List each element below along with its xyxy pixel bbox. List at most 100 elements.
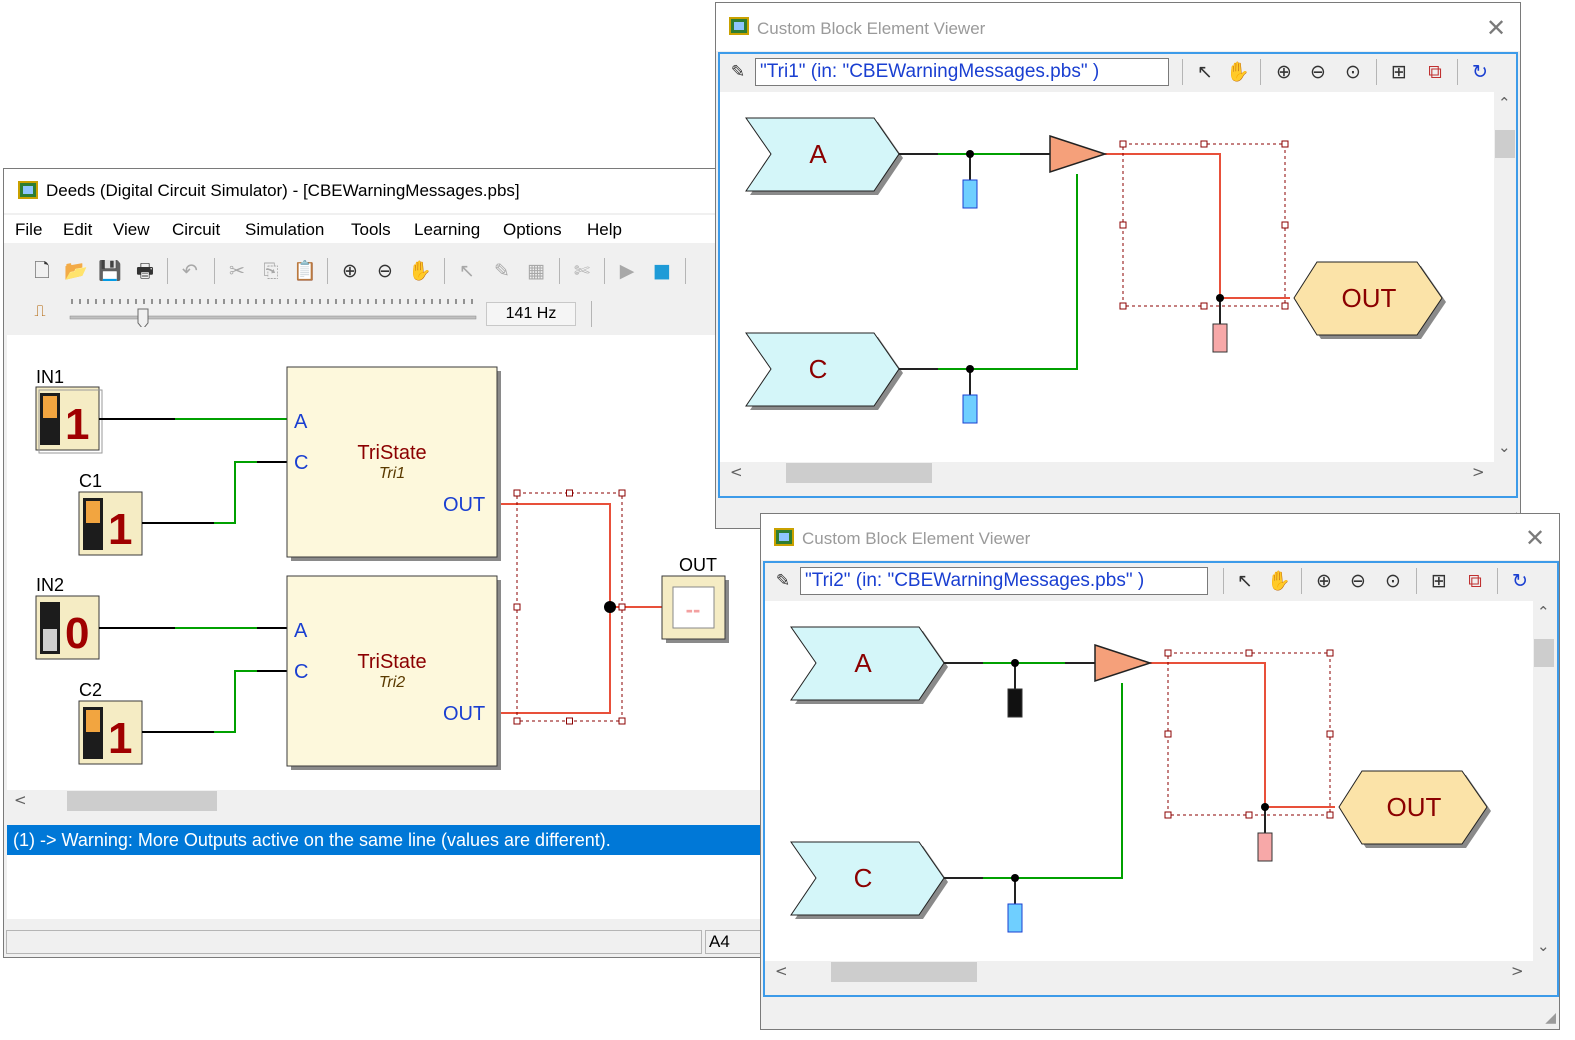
- scroll-right-icon[interactable]: >: [1472, 463, 1485, 481]
- copy-icon[interactable]: ⎘: [263, 260, 279, 282]
- input-switch-c2[interactable]: C2 1: [78, 680, 143, 765]
- selection-handle[interactable]: [1119, 221, 1127, 229]
- viewer2-canvas[interactable]: A C: [765, 601, 1533, 971]
- scroll-down-icon[interactable]: ⌄: [1537, 937, 1550, 955]
- scroll-up-icon[interactable]: ⌃: [1537, 603, 1550, 621]
- target-icon[interactable]: ⊙: [1385, 570, 1401, 592]
- select-icon[interactable]: ↖: [459, 260, 475, 282]
- paste-icon[interactable]: 📋: [293, 260, 317, 282]
- resize-grip-icon[interactable]: ◢: [1545, 1009, 1556, 1025]
- input-tag-c[interactable]: C: [745, 332, 903, 410]
- select-icon[interactable]: ↖: [1197, 61, 1213, 83]
- hand-icon[interactable]: ✋: [408, 260, 432, 282]
- tristate-block-tri2[interactable]: A C OUT TriState Tri2: [286, 575, 501, 770]
- selection-handle[interactable]: [566, 489, 573, 497]
- refresh-icon[interactable]: ↻: [1472, 61, 1488, 83]
- viewer1-hscrollbar[interactable]: < >: [720, 462, 1494, 484]
- output-tag-out[interactable]: OUT: [1338, 770, 1491, 848]
- hand-icon[interactable]: ✋: [1226, 61, 1250, 83]
- scroll-left-icon[interactable]: <: [730, 463, 743, 481]
- menu-simulation[interactable]: Simulation: [245, 220, 325, 239]
- main-titlebar[interactable]: Deeds (Digital Circuit Simulator) - [CBE…: [4, 169, 762, 213]
- hand-icon[interactable]: ✋: [1267, 570, 1291, 592]
- pin-icon[interactable]: ✎: [775, 571, 791, 591]
- selection-handle[interactable]: [1119, 140, 1127, 148]
- run-icon[interactable]: ▶: [619, 260, 635, 282]
- zoom-in-icon[interactable]: ⊕: [1316, 570, 1332, 592]
- menu-view[interactable]: View: [113, 220, 150, 239]
- menu-file[interactable]: File: [15, 220, 43, 239]
- output-display[interactable]: OUT --: [661, 555, 729, 643]
- selection-handle[interactable]: [1245, 811, 1253, 819]
- fit-icon[interactable]: ⊞: [1431, 570, 1447, 592]
- selection-handle[interactable]: [1326, 730, 1334, 738]
- zoom-out-icon[interactable]: ⊖: [1310, 61, 1326, 83]
- save-icon[interactable]: 💾: [98, 260, 122, 282]
- scroll-right-icon[interactable]: >: [1511, 962, 1524, 980]
- viewer2-hscrollbar[interactable]: < >: [765, 961, 1533, 983]
- selection-handle[interactable]: [513, 603, 521, 611]
- scroll-down-icon[interactable]: ⌄: [1498, 438, 1511, 456]
- scissors-icon[interactable]: ✄: [574, 260, 590, 282]
- viewer1-block-combo[interactable]: "Tri1" (in: "CBEWarningMessages.pbs" ): [755, 58, 1169, 86]
- viewer1-canvas[interactable]: A C: [720, 92, 1494, 462]
- scroll-left-icon[interactable]: <: [775, 962, 788, 980]
- selection-box[interactable]: [513, 489, 626, 725]
- vscroll-thumb[interactable]: [1534, 639, 1554, 667]
- selection-handle[interactable]: [618, 717, 626, 725]
- input-tag-a[interactable]: A: [745, 117, 903, 195]
- viewer2-vscrollbar[interactable]: ⌃ ⌄: [1533, 601, 1555, 961]
- selection-handle[interactable]: [1119, 302, 1127, 310]
- selection-handle[interactable]: [1164, 730, 1172, 738]
- viewer1-titlebar[interactable]: Custom Block Element Viewer ✕: [716, 3, 1520, 51]
- print-icon[interactable]: 🖶: [136, 260, 154, 282]
- output-tag-out[interactable]: OUT: [1293, 261, 1446, 339]
- selection-handle[interactable]: [513, 717, 521, 725]
- pin-icon[interactable]: ✎: [730, 62, 746, 82]
- hscroll-thumb[interactable]: [786, 463, 932, 483]
- target-icon[interactable]: ⊙: [1345, 61, 1361, 83]
- selection-handle[interactable]: [1281, 221, 1289, 229]
- input-tag-c[interactable]: C: [790, 841, 948, 919]
- probe-icon[interactable]: ⧉: [1468, 570, 1482, 592]
- selection-handle[interactable]: [1326, 811, 1334, 819]
- menu-options[interactable]: Options: [503, 220, 562, 239]
- menu-tools[interactable]: Tools: [351, 220, 391, 239]
- menu-learning[interactable]: Learning: [414, 220, 481, 239]
- zoom-in-icon[interactable]: ⊕: [1276, 61, 1292, 83]
- selection-box[interactable]: [1119, 140, 1289, 310]
- input-switch-in2[interactable]: IN2 0: [35, 575, 100, 660]
- selection-box[interactable]: [1164, 649, 1334, 819]
- zoom-out-icon[interactable]: ⊖: [377, 260, 393, 282]
- selection-handle[interactable]: [513, 489, 521, 497]
- select-icon[interactable]: ↖: [1237, 570, 1253, 592]
- selection-handle[interactable]: [1200, 302, 1208, 310]
- selection-handle[interactable]: [1164, 811, 1172, 819]
- refresh-icon[interactable]: ↻: [1512, 570, 1528, 592]
- selection-handle[interactable]: [1164, 649, 1172, 657]
- zoom-in-icon[interactable]: ⊕: [342, 260, 358, 282]
- tristate-buffer[interactable]: [1049, 134, 1108, 174]
- cut-icon[interactable]: ✂: [229, 260, 245, 282]
- undo-icon[interactable]: ↶: [182, 260, 198, 282]
- viewer2-block-combo[interactable]: "Tri2" (in: "CBEWarningMessages.pbs" ): [800, 567, 1208, 595]
- hscroll-thumb[interactable]: [67, 791, 217, 811]
- probe-icon[interactable]: ⧉: [1428, 61, 1442, 83]
- rubber-icon[interactable]: ✎: [494, 260, 510, 282]
- clock-slider[interactable]: [68, 297, 480, 327]
- close-icon[interactable]: ✕: [1525, 525, 1546, 552]
- selection-handle[interactable]: [566, 717, 573, 725]
- selection-handle[interactable]: [1281, 302, 1289, 310]
- selection-handle[interactable]: [618, 603, 626, 611]
- selection-handle[interactable]: [1281, 140, 1289, 148]
- vscroll-thumb[interactable]: [1495, 130, 1515, 158]
- menu-help[interactable]: Help: [587, 220, 622, 239]
- viewer1-vscrollbar[interactable]: ⌃ ⌄: [1494, 92, 1516, 462]
- input-switch-c1[interactable]: C1 1: [78, 471, 143, 556]
- new-icon[interactable]: 🗋: [34, 260, 50, 282]
- input-tag-a[interactable]: A: [790, 626, 948, 704]
- main-circuit-canvas[interactable]: IN1 1 C1 1 IN2 0 C2: [7, 335, 762, 790]
- fit-icon[interactable]: ⊞: [1391, 61, 1407, 83]
- menu-circuit[interactable]: Circuit: [172, 220, 221, 239]
- zoom-out-icon[interactable]: ⊖: [1350, 570, 1366, 592]
